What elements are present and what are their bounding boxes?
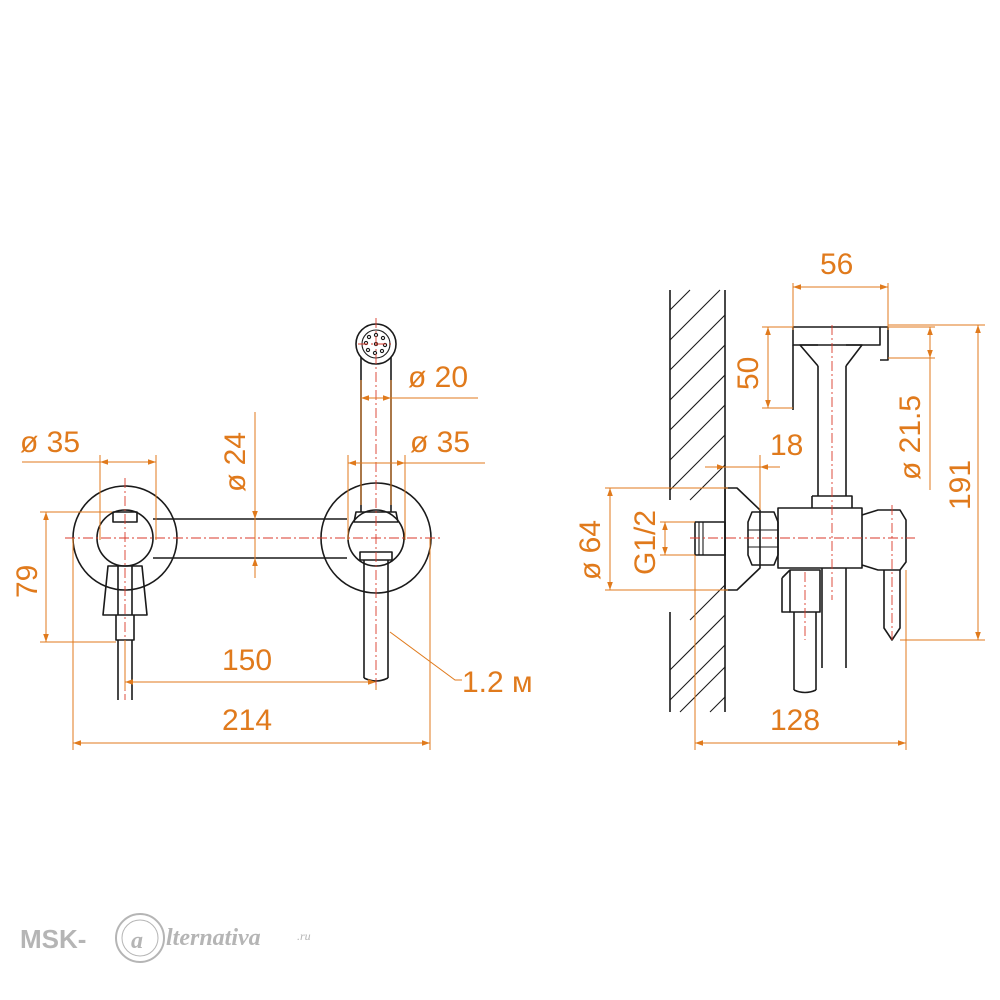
dimension-labels: ø 35 ø 24 ø 20 ø 35 79 150 214 1.2 м 56 … bbox=[11, 248, 977, 737]
front-dia-sprayer-label: ø 20 bbox=[408, 361, 468, 394]
logo-emblem-icon: a bbox=[115, 913, 165, 963]
valve-body bbox=[777, 495, 907, 641]
inlet-pipe bbox=[694, 521, 726, 556]
side-view bbox=[605, 283, 985, 750]
wall-hatch bbox=[669, 289, 726, 713]
flange bbox=[724, 487, 761, 591]
front-width-label: 214 bbox=[222, 704, 272, 737]
connecting-bar bbox=[153, 518, 347, 559]
side-thread-label: G1/2 bbox=[629, 510, 662, 575]
hex-nut bbox=[747, 511, 779, 566]
front-dia-bar-label: ø 24 bbox=[219, 432, 252, 492]
front-height-label: 79 bbox=[11, 565, 44, 598]
side-offset-label: 18 bbox=[770, 429, 803, 462]
front-spacing-label: 150 bbox=[222, 644, 272, 677]
brand-logo: MSK- a lternativa .ru bbox=[20, 913, 311, 963]
logo-suffix: lternativa bbox=[166, 925, 261, 951]
side-holder-height-label: 50 bbox=[732, 357, 765, 390]
side-dia-flange-label: ø 64 bbox=[574, 520, 607, 580]
logo-prefix: MSK- bbox=[20, 924, 86, 954]
side-sprayer bbox=[792, 326, 889, 496]
side-centerlines bbox=[690, 325, 915, 640]
side-depth-label: 128 bbox=[770, 704, 820, 737]
hose-length-label: 1.2 м bbox=[462, 666, 533, 699]
logo-domain: .ru bbox=[297, 929, 311, 943]
logo-emblem-letter: a bbox=[131, 928, 143, 954]
hose-outlet bbox=[781, 568, 847, 694]
side-dia-sprayer-label: ø 21.5 bbox=[894, 395, 927, 480]
front-dia-lever-label: ø 35 bbox=[20, 426, 80, 459]
side-holder-width-label: 56 bbox=[820, 248, 853, 281]
side-dimensions bbox=[605, 283, 985, 750]
spray-nozzle-holes bbox=[363, 332, 388, 356]
front-dimensions bbox=[22, 380, 485, 750]
front-dia-holder-label: ø 35 bbox=[410, 426, 470, 459]
front-centerlines bbox=[65, 318, 440, 700]
side-total-height-label: 191 bbox=[944, 460, 977, 510]
front-view bbox=[22, 318, 485, 750]
